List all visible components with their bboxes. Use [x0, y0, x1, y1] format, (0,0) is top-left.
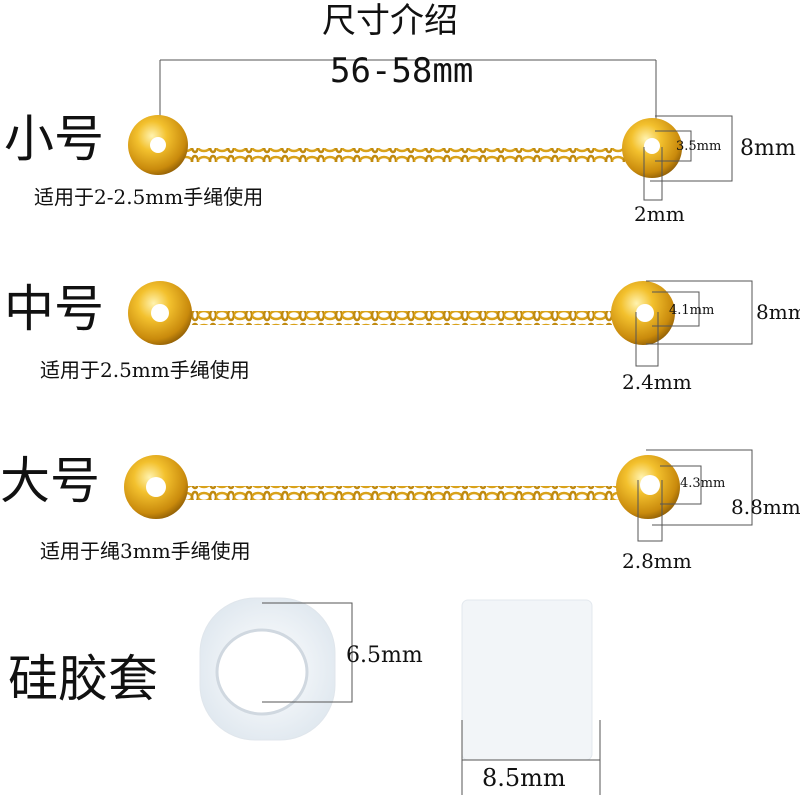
silicone-width: 8.5mm: [482, 764, 566, 792]
total-length-label: 56-58mm: [330, 51, 474, 91]
size-medium-label: 中号: [4, 280, 104, 338]
size-large-hole: 2.8mm: [622, 549, 692, 573]
silicone-ring-image: [199, 597, 336, 741]
size-small-usage: 适用于2-2.5mm手绳使用: [34, 185, 264, 209]
chain-large: [184, 486, 620, 500]
size-large-outer: 8.8mm: [731, 495, 800, 519]
size-medium-inner: 4.1mm: [669, 303, 715, 318]
size-medium-hole: 2.4mm: [622, 370, 692, 394]
size-small-inner: 3.5mm: [676, 139, 722, 154]
size-small-hole: 2mm: [634, 202, 685, 226]
chain-small: [185, 148, 625, 162]
silicone-tube-image: [461, 599, 593, 761]
bead-dimension-lines: [635, 115, 753, 542]
size-large-label: 大号: [0, 452, 100, 510]
beads: [124, 115, 682, 519]
page-title: 尺寸介绍: [322, 1, 458, 41]
size-large-usage: 适用于绳3mm手绳使用: [40, 539, 251, 563]
size-medium-outer: 8mm: [756, 300, 800, 324]
chain-medium: [188, 311, 612, 325]
size-small-outer: 8mm: [740, 136, 796, 161]
size-small-label: 小号: [4, 110, 104, 168]
size-large-inner: 4.3mm: [680, 476, 726, 491]
silicone-dimension-lines: [262, 602, 601, 795]
silicone-label: 硅胶套: [8, 650, 158, 708]
silicone-height: 6.5mm: [346, 643, 423, 668]
size-medium-usage: 适用于2.5mm手绳使用: [40, 358, 250, 382]
